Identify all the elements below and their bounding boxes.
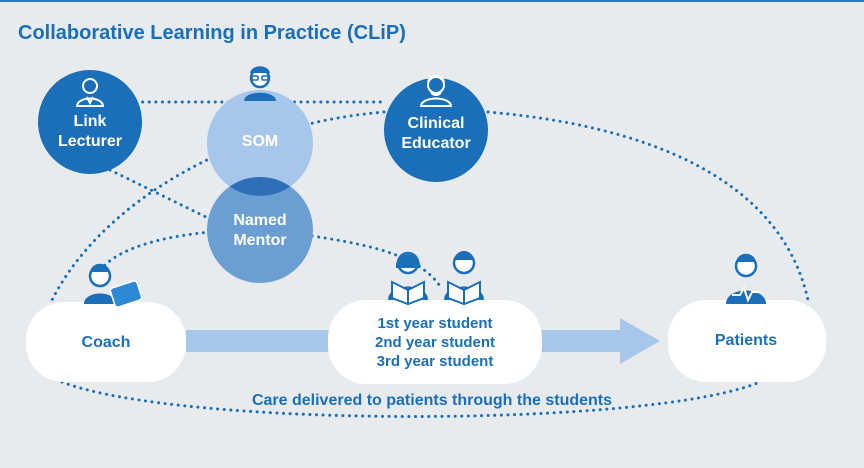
students-reading-icon	[388, 251, 484, 306]
patients-box	[668, 300, 826, 382]
som-label: SOM	[241, 133, 279, 150]
som-circle	[207, 90, 313, 196]
link-lecturer-circle	[38, 70, 142, 174]
educator-person-icon	[419, 75, 453, 107]
students-label: 1st year student 2nd year student 3rd ye…	[374, 315, 496, 370]
coach-box	[26, 302, 186, 382]
clinical-educator-label: Clinical Educator	[401, 115, 471, 152]
connector-educator-coach	[50, 110, 386, 302]
patients-label: Patients	[714, 332, 778, 349]
connector-lecturer-students	[108, 168, 210, 220]
lecturer-person-icon	[75, 78, 105, 107]
connector-educator-patients	[486, 110, 810, 302]
coach-person-icon	[84, 263, 143, 308]
named-mentor-label: Named Mentor	[233, 212, 287, 249]
coach-label: Coach	[81, 334, 131, 351]
connector-mentor-students	[310, 234, 442, 288]
link-lecturer-label: Link Lecturer	[57, 113, 123, 150]
patient-person-icon	[726, 253, 766, 304]
clinical-educator-circle	[384, 78, 488, 182]
named-mentor-circle	[207, 177, 313, 283]
som-person-icon	[244, 66, 276, 101]
connector-care-loop	[60, 380, 762, 418]
students-box	[328, 300, 542, 384]
care-caption: Care delivered to patients through the s…	[251, 392, 613, 409]
top-rule	[0, 0, 864, 2]
diagram-title: Collaborative Learning in Practice (CLiP…	[18, 22, 406, 44]
connector-mentor-coach	[94, 230, 212, 278]
